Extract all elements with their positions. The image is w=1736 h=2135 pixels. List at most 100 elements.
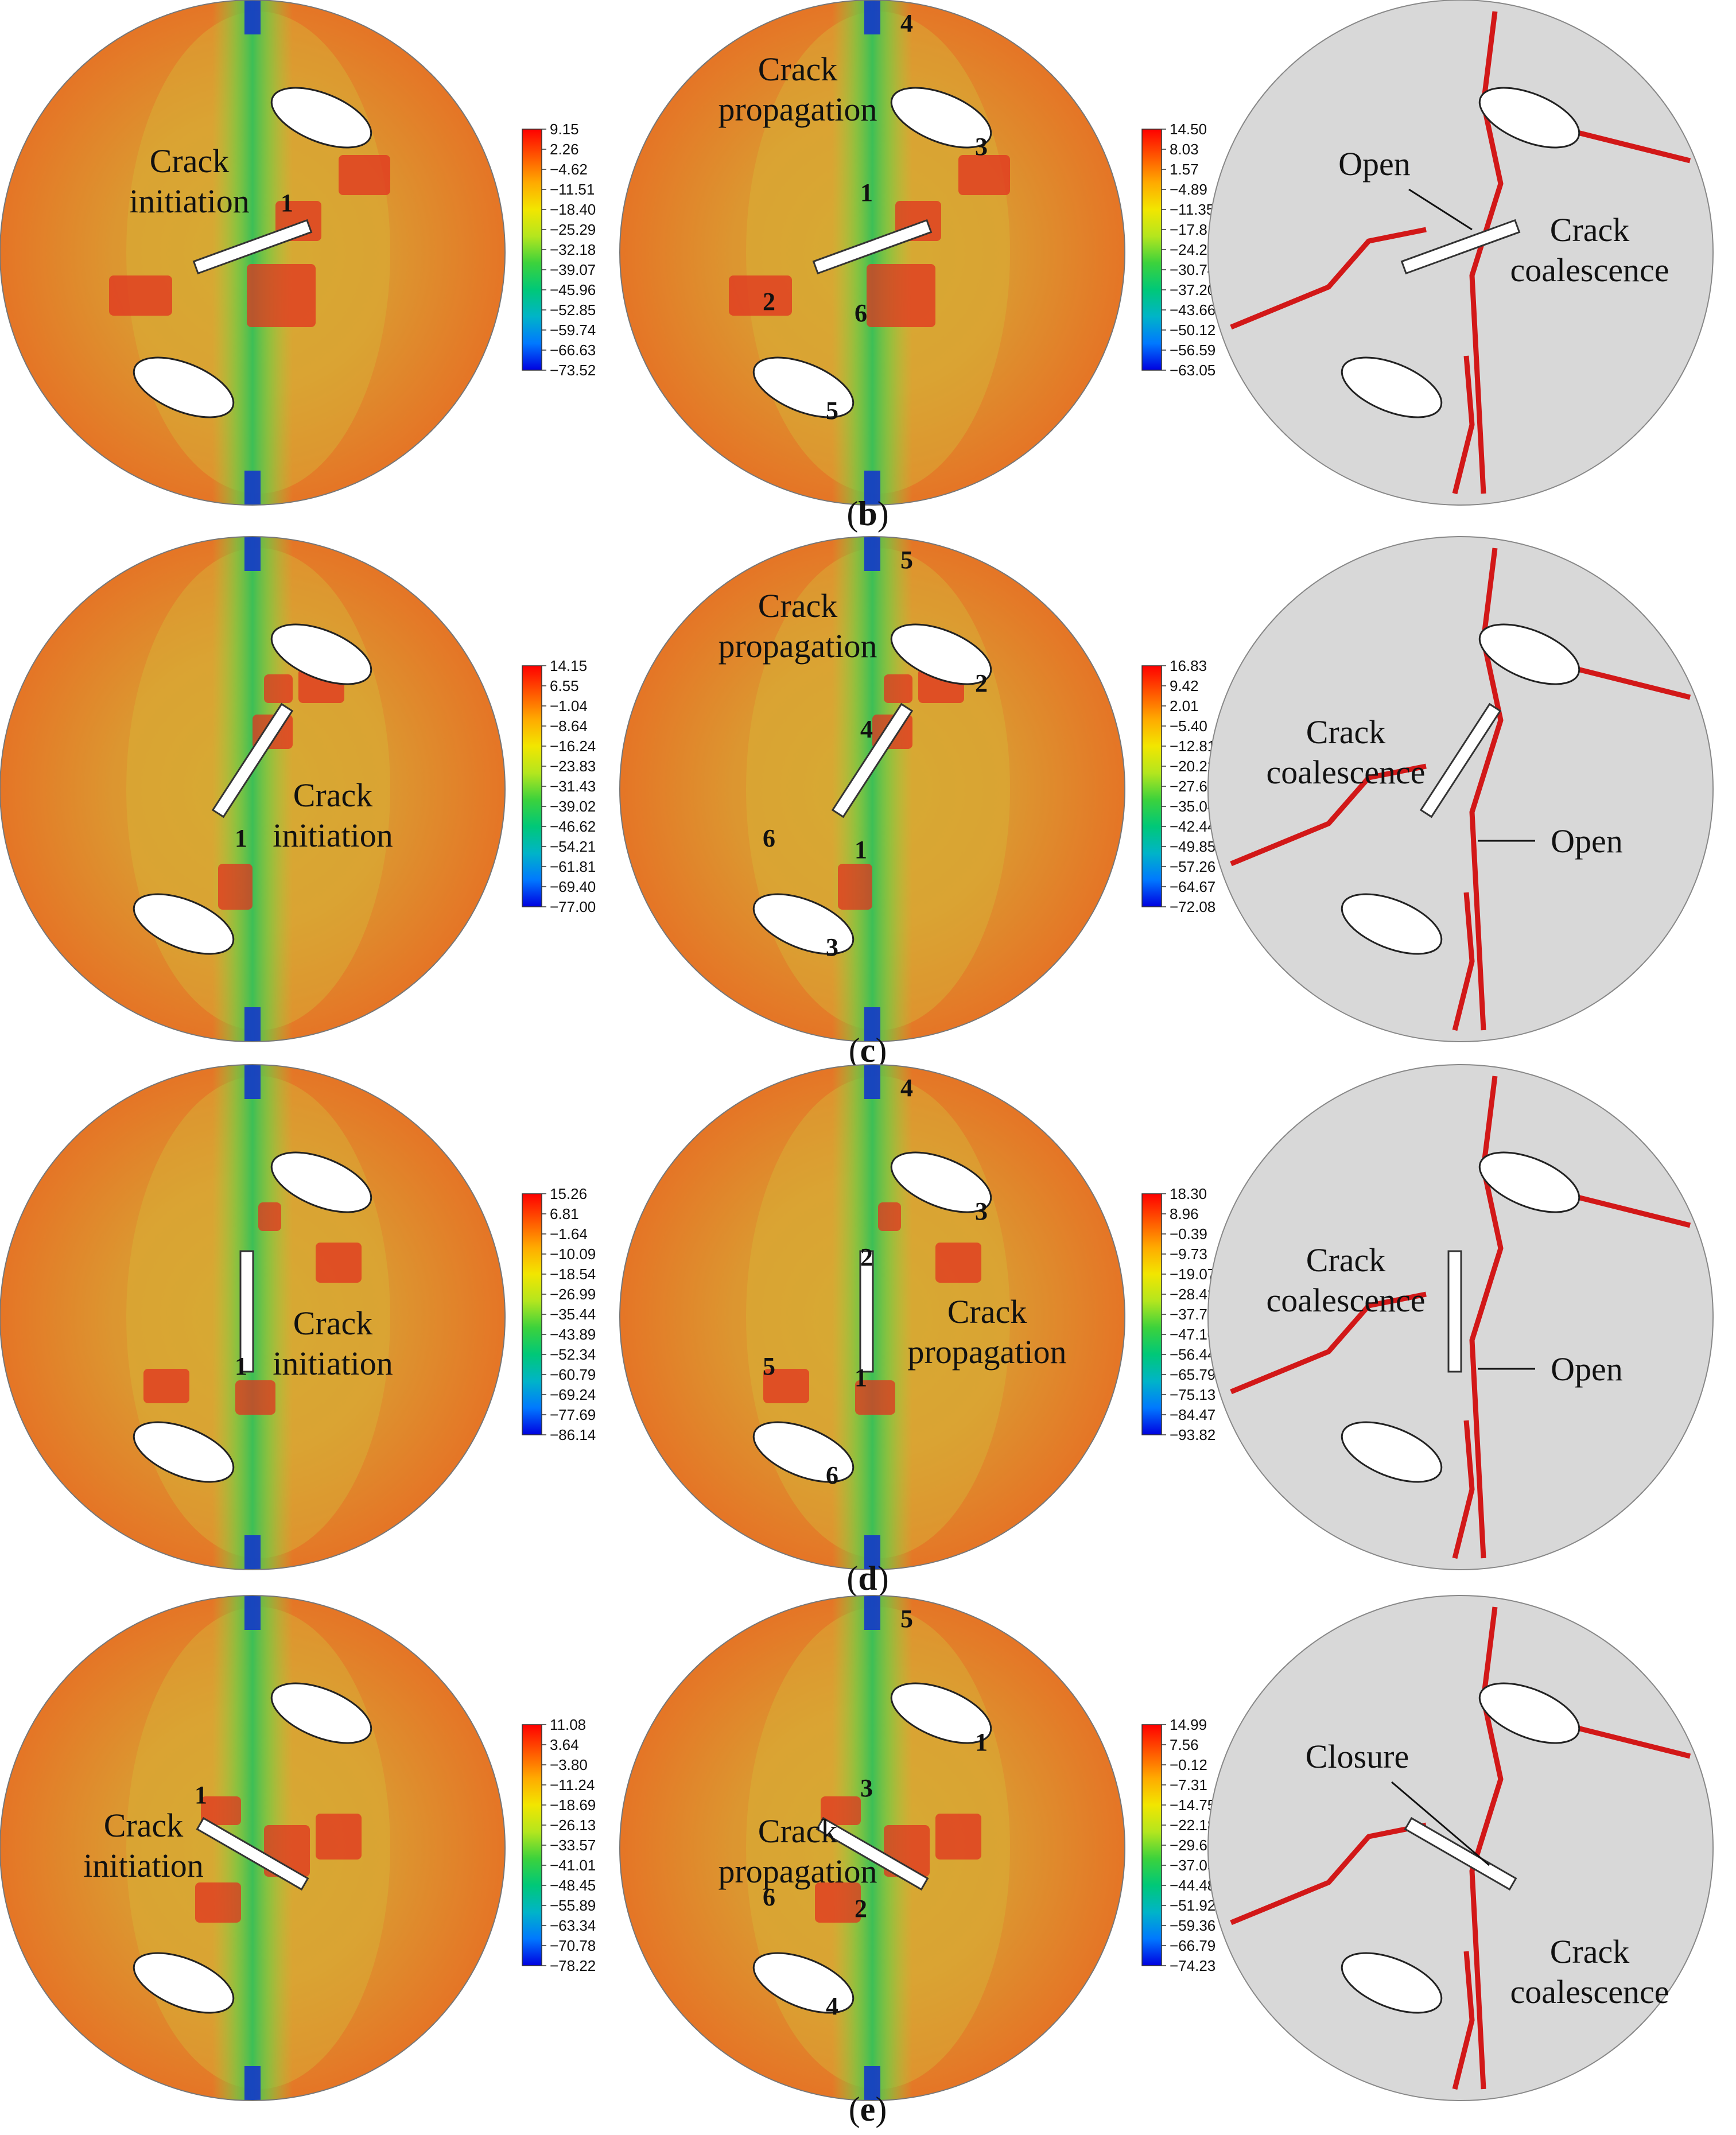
colorbar-label: −37.20	[1170, 281, 1215, 298]
colorbar-label: −49.85	[1170, 838, 1215, 855]
crack-number: 2	[763, 288, 775, 316]
colorbar-label: −51.92	[1170, 1897, 1215, 1914]
colorbar-label: −63.05	[1170, 362, 1215, 379]
crack-path	[1230, 227, 1427, 330]
colorbar-label: −12.81	[1170, 737, 1215, 755]
crack-number: 6	[763, 1883, 775, 1911]
crack-number: 1	[855, 1364, 867, 1392]
colorbar-label: −11.24	[550, 1776, 595, 1794]
colorbar-label: −18.40	[550, 201, 596, 218]
colorbar-label: −3.80	[550, 1756, 588, 1773]
failed-label: coalescence	[1510, 251, 1669, 289]
caption-letter: c	[860, 1031, 876, 1069]
colorbar-label: −74.23	[1170, 1957, 1215, 1974]
propagation-label: propagation	[718, 627, 877, 665]
colorbar-label: −26.13	[550, 1816, 596, 1834]
failed-label: Crack	[1306, 1241, 1386, 1279]
crack-path	[1452, 892, 1475, 1031]
crack-number: 5	[900, 546, 913, 574]
propagation-disk	[620, 1596, 1125, 2101]
prefabricated-flaw	[1447, 1250, 1462, 1373]
colorbar-label: −11.35	[1170, 201, 1214, 218]
stress-patch	[143, 1369, 189, 1403]
stress-patch	[729, 275, 792, 316]
colorbar-label: 6.81	[550, 1205, 579, 1222]
colorbar-label: −25.29	[550, 221, 596, 238]
caption-letter: b	[858, 495, 877, 533]
crack-path	[1230, 1291, 1427, 1395]
stress-patch	[815, 1882, 861, 1923]
colorbar-label: 14.15	[550, 657, 587, 674]
disk-outline	[619, 1595, 1125, 2101]
loading-point-bottom	[864, 2066, 880, 2101]
initiation-label: initiation	[273, 817, 393, 854]
colorbar-label: −41.01	[550, 1857, 596, 1874]
colorbar-label: −93.82	[1170, 1426, 1215, 1443]
loading-point-top	[244, 537, 261, 571]
crack-number: 6	[826, 1461, 838, 1489]
panel-initiation: Crackinitiation111.083.64−3.80−11.24−18.…	[0, 1595, 596, 2101]
ellipse-hole-upper	[270, 87, 372, 149]
propagation-label: Crack	[758, 587, 838, 624]
propagation-disk	[620, 1065, 1125, 1570]
ellipse-hole-upper	[890, 1682, 992, 1744]
crack-number: 1	[860, 178, 873, 207]
colorbar-label: −54.21	[550, 838, 596, 855]
stress-patch	[884, 674, 912, 703]
propagation-disk	[620, 0, 1125, 505]
crack-number: 2	[860, 1243, 873, 1271]
propagation-label: Crack	[947, 1293, 1027, 1330]
colorbar-label: −39.07	[550, 261, 596, 278]
crack-number: 2	[975, 669, 988, 697]
ellipse-hole-lower	[133, 1421, 235, 1483]
crack-number: 5	[763, 1352, 775, 1380]
crack-number: 3	[826, 933, 838, 961]
ellipse-hole-upper	[890, 87, 992, 149]
colorbar-label: −31.43	[550, 778, 596, 795]
colorbar	[1141, 129, 1162, 371]
loading-point-bottom	[244, 1535, 261, 1570]
colorbar-label: −11.51	[550, 181, 595, 198]
propagation-label: propagation	[718, 91, 877, 128]
crack-number: 1	[855, 836, 867, 864]
colorbar-label: 7.56	[1170, 1736, 1199, 1753]
colorbar	[522, 1724, 542, 1966]
crack-number: 1	[235, 824, 247, 852]
colorbar-label: −65.79	[1170, 1366, 1215, 1383]
colorbar-label: −52.34	[550, 1346, 596, 1363]
colorbar-label: −43.89	[550, 1326, 596, 1343]
colorbar-label: −44.48	[1170, 1877, 1215, 1894]
colorbar-label: −17.81	[1170, 221, 1215, 238]
initiation-disk	[0, 1596, 505, 2101]
colorbar-label: −0.39	[1170, 1225, 1207, 1243]
colorbar-label: −43.66	[1170, 301, 1215, 319]
propagation-label: Crack	[758, 51, 838, 88]
crack-path	[1469, 548, 1504, 1031]
crack-number: 6	[855, 299, 867, 327]
propagation-label: propagation	[907, 1333, 1066, 1371]
ellipse-hole-upper	[1478, 1682, 1580, 1744]
crack-path	[1469, 11, 1504, 494]
loading-point-top	[864, 537, 880, 571]
colorbar-label: 11.08	[550, 1716, 586, 1733]
stress-patch	[958, 155, 1010, 195]
crack-number: 5	[900, 1605, 913, 1633]
caption: (b)	[846, 495, 888, 533]
ellipse-hole-upper	[1478, 1151, 1580, 1213]
stress-patch	[247, 264, 316, 327]
arrow	[1408, 188, 1473, 231]
disk-outline	[619, 1064, 1125, 1570]
stress-patch	[235, 1380, 275, 1415]
caption-text: (d)	[846, 1559, 888, 1597]
colorbar-label: −59.36	[1170, 1917, 1215, 1934]
crack-number: 3	[975, 133, 988, 161]
initiation-disk	[0, 0, 505, 505]
caption-text: (b)	[846, 495, 888, 533]
colorbar-label: −7.31	[1170, 1776, 1207, 1794]
